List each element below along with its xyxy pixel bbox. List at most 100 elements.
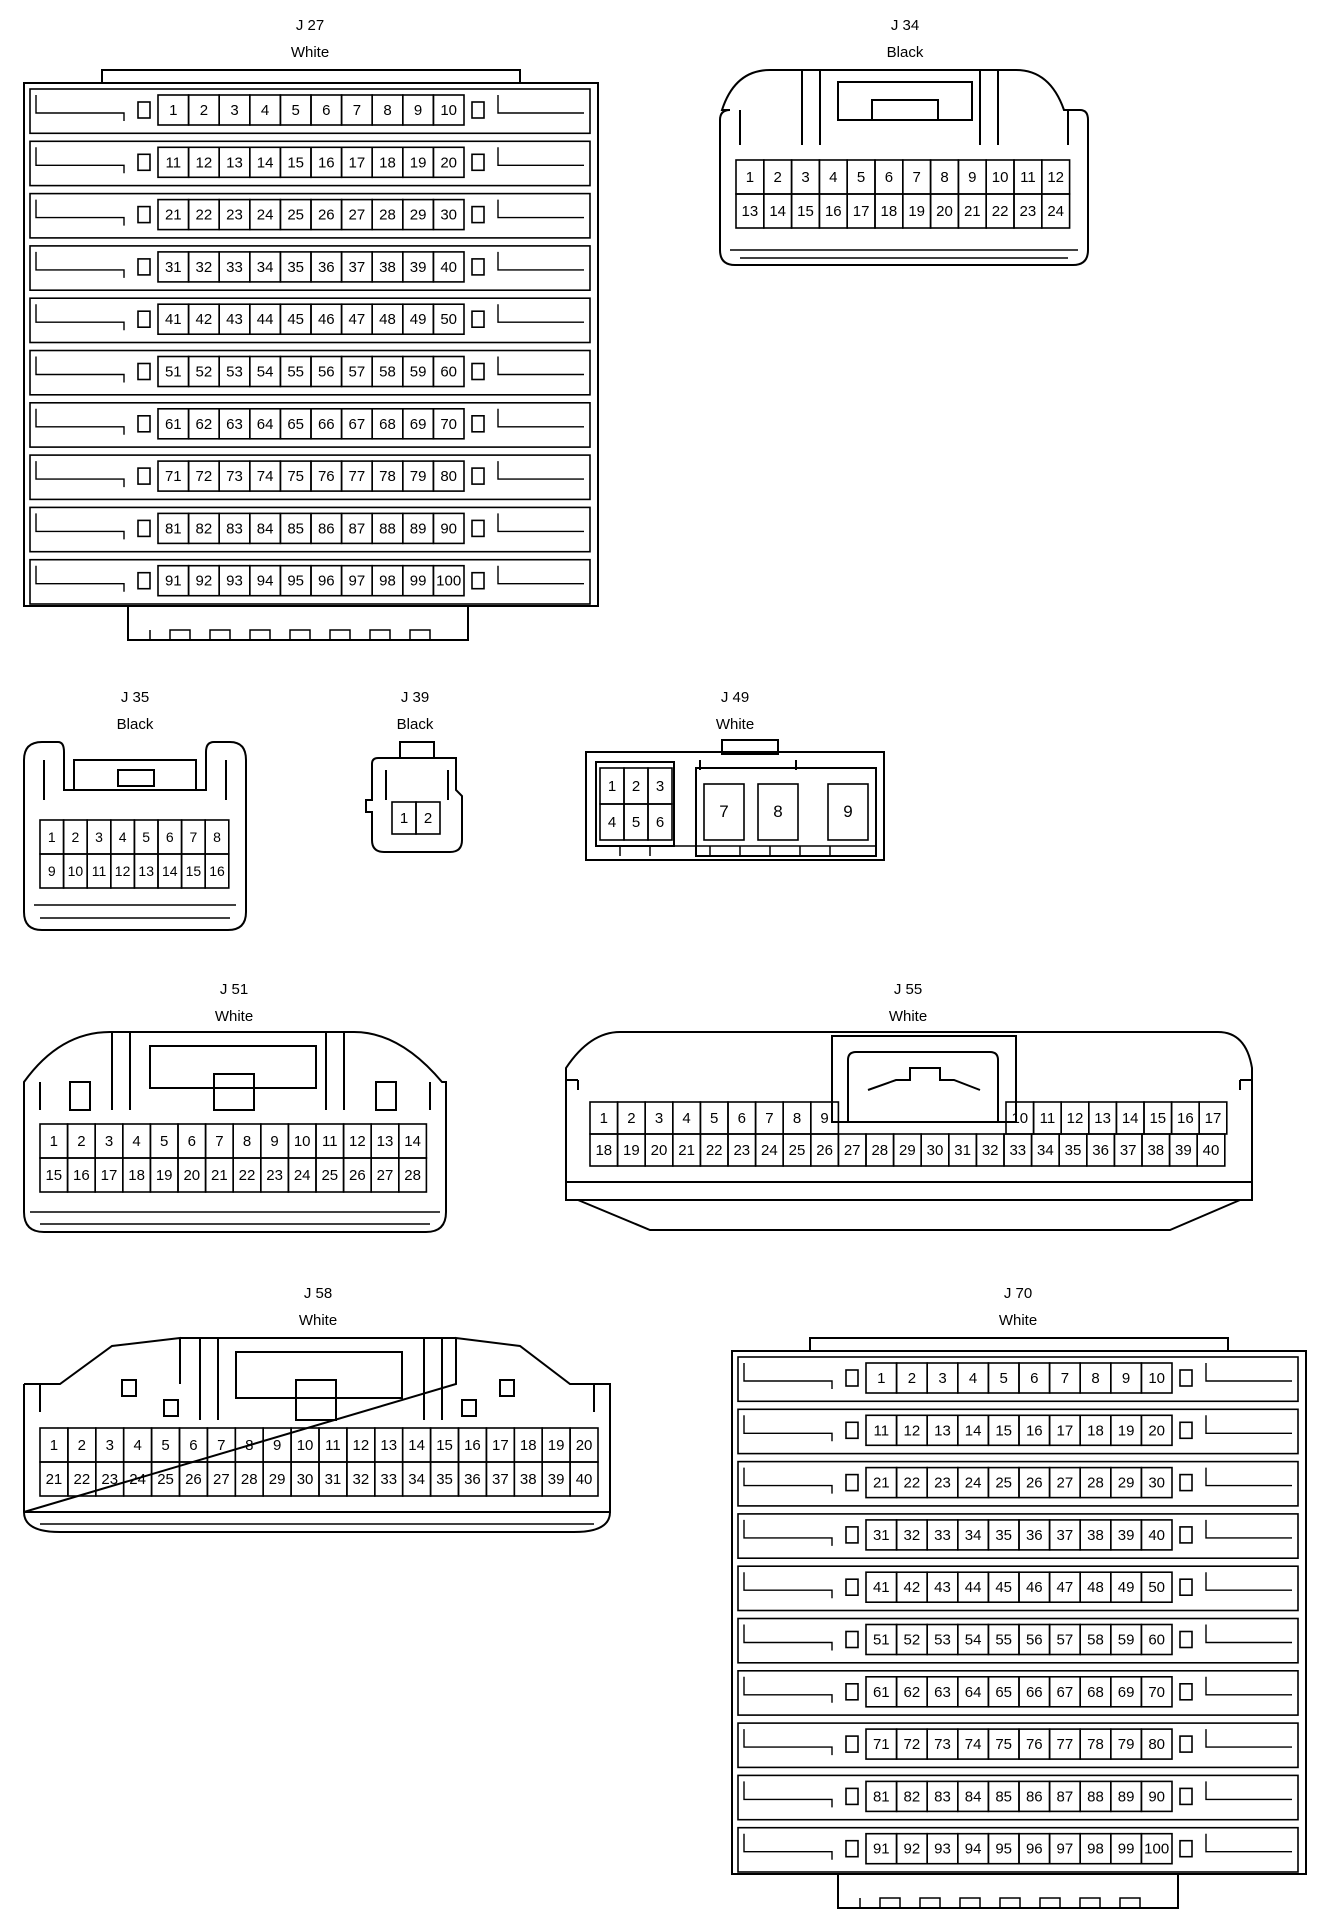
pin-j55-22: 22 <box>699 1133 729 1167</box>
pin-j70-100: 100 <box>1140 1832 1173 1865</box>
pin-j27-81-label: 81 <box>165 520 182 537</box>
pin-j27-14: 14 <box>249 146 282 179</box>
pin-j55-37: 37 <box>1113 1133 1143 1167</box>
pin-j55-15: 15 <box>1143 1101 1173 1135</box>
pin-j27-21: 21 <box>157 198 190 231</box>
connector-j55-name: J 55 <box>894 981 922 998</box>
pin-j27-62: 62 <box>187 407 221 440</box>
pin-j58-27: 27 <box>206 1461 237 1497</box>
pin-j70-99: 99 <box>1110 1832 1143 1865</box>
pin-j34-12: 12 <box>1041 159 1071 195</box>
pin-j51-9-label: 9 <box>270 1133 278 1150</box>
pin-j27-35-label: 35 <box>287 259 304 276</box>
pin-j58-21: 21 <box>39 1461 69 1497</box>
connector-j35-name: J 35 <box>121 689 149 706</box>
pin-j58-6-label: 6 <box>189 1437 197 1454</box>
pin-j70-5: 5 <box>987 1362 1020 1394</box>
pin-j27-40: 40 <box>432 251 465 283</box>
pin-j70-13: 13 <box>926 1414 959 1447</box>
pin-j70-76: 76 <box>1018 1728 1051 1760</box>
connector-j35-color: Black <box>117 716 154 733</box>
pin-j70-82-label: 82 <box>904 1788 921 1805</box>
pin-j34-15: 15 <box>790 193 821 229</box>
pin-j70-4: 4 <box>956 1362 990 1394</box>
pin-j58-26: 26 <box>178 1461 209 1497</box>
pin-j70-65: 65 <box>987 1676 1020 1708</box>
pin-j34-3-label: 3 <box>801 169 809 186</box>
pin-j51-1: 1 <box>39 1123 69 1159</box>
pin-j70-87: 87 <box>1048 1780 1081 1813</box>
pin-j27-30: 30 <box>432 198 465 231</box>
pin-j27-88: 88 <box>371 512 404 545</box>
pin-j51-5: 5 <box>149 1123 179 1159</box>
pin-j55-39: 39 <box>1168 1133 1198 1167</box>
pin-j70-59: 59 <box>1110 1623 1143 1656</box>
pin-j27-69-label: 69 <box>410 416 427 433</box>
pin-j51-2: 2 <box>66 1123 96 1159</box>
pin-j70-37: 37 <box>1048 1519 1081 1551</box>
pin-j35-9: 9 <box>39 853 65 889</box>
pin-j27-87-label: 87 <box>349 520 366 537</box>
pin-j27-71-label: 71 <box>165 468 182 485</box>
pin-j58-1-label: 1 <box>50 1437 58 1454</box>
pin-j70-45-label: 45 <box>995 1579 1012 1596</box>
pin-j34-21-label: 21 <box>964 203 981 220</box>
pin-j58-16: 16 <box>457 1427 488 1463</box>
pin-j70-42-label: 42 <box>904 1579 921 1596</box>
pin-j27-94-label: 94 <box>257 573 274 590</box>
pin-j35-5-label: 5 <box>142 829 150 845</box>
pin-j27-87: 87 <box>340 512 374 545</box>
pin-j70-23: 23 <box>926 1466 959 1499</box>
pin-j70-60: 60 <box>1140 1623 1173 1656</box>
pin-j70-49-label: 49 <box>1118 1579 1135 1596</box>
pin-j55-21-label: 21 <box>678 1142 695 1159</box>
pin-j51-24: 24 <box>287 1157 317 1193</box>
pin-j70-85-label: 85 <box>995 1788 1012 1805</box>
pin-j27-64-label: 64 <box>257 416 274 433</box>
pin-j55-34: 34 <box>1030 1133 1060 1167</box>
pin-j51-13-label: 13 <box>377 1133 394 1150</box>
pin-j70-75: 75 <box>987 1728 1020 1760</box>
pin-j58-36-label: 36 <box>464 1471 481 1488</box>
pin-j51-6: 6 <box>177 1123 207 1159</box>
pin-j70-67-label: 67 <box>1057 1684 1074 1701</box>
pin-j27-58-label: 58 <box>379 364 396 381</box>
pin-j55-28: 28 <box>865 1133 895 1167</box>
pin-j58-1: 1 <box>39 1427 69 1463</box>
pin-j51-15: 15 <box>39 1157 69 1193</box>
pin-j27-9: 9 <box>401 94 435 126</box>
pin-j49-8-label: 8 <box>773 802 782 821</box>
pin-j58-32-label: 32 <box>353 1471 370 1488</box>
pin-j51-3: 3 <box>94 1123 124 1159</box>
pin-j27-52: 52 <box>187 355 221 388</box>
pin-j70-78: 78 <box>1079 1728 1112 1760</box>
pin-j70-58: 58 <box>1079 1623 1112 1656</box>
pin-j27-18-label: 18 <box>379 154 396 171</box>
pin-j55-4-label: 4 <box>682 1110 690 1127</box>
pin-j51-24-label: 24 <box>294 1167 311 1184</box>
pin-j70-71-label: 71 <box>873 1736 890 1753</box>
pin-j49-5: 5 <box>623 803 649 841</box>
pin-j27-75: 75 <box>279 460 312 492</box>
pin-j34-4-label: 4 <box>829 169 837 186</box>
pin-j58-8: 8 <box>234 1427 265 1463</box>
pin-j27-49-label: 49 <box>410 311 427 328</box>
pin-j70-53-label: 53 <box>934 1632 951 1649</box>
pin-j58-20: 20 <box>569 1427 599 1463</box>
pin-j27-51: 51 <box>157 355 190 388</box>
pin-j70-69-label: 69 <box>1118 1684 1135 1701</box>
pin-j55-19: 19 <box>616 1133 646 1167</box>
pin-j70-1-label: 1 <box>877 1370 885 1387</box>
pin-j55-29: 29 <box>892 1133 922 1167</box>
pin-j27-33: 33 <box>218 251 251 283</box>
pin-j55-1: 1 <box>589 1101 619 1135</box>
pin-j70-66: 66 <box>1018 1676 1051 1708</box>
pin-j55-5-label: 5 <box>710 1110 718 1127</box>
pin-j70-70-label: 70 <box>1148 1684 1165 1701</box>
pin-j58-24-label: 24 <box>129 1471 146 1488</box>
pin-j55-17-label: 17 <box>1205 1110 1222 1127</box>
